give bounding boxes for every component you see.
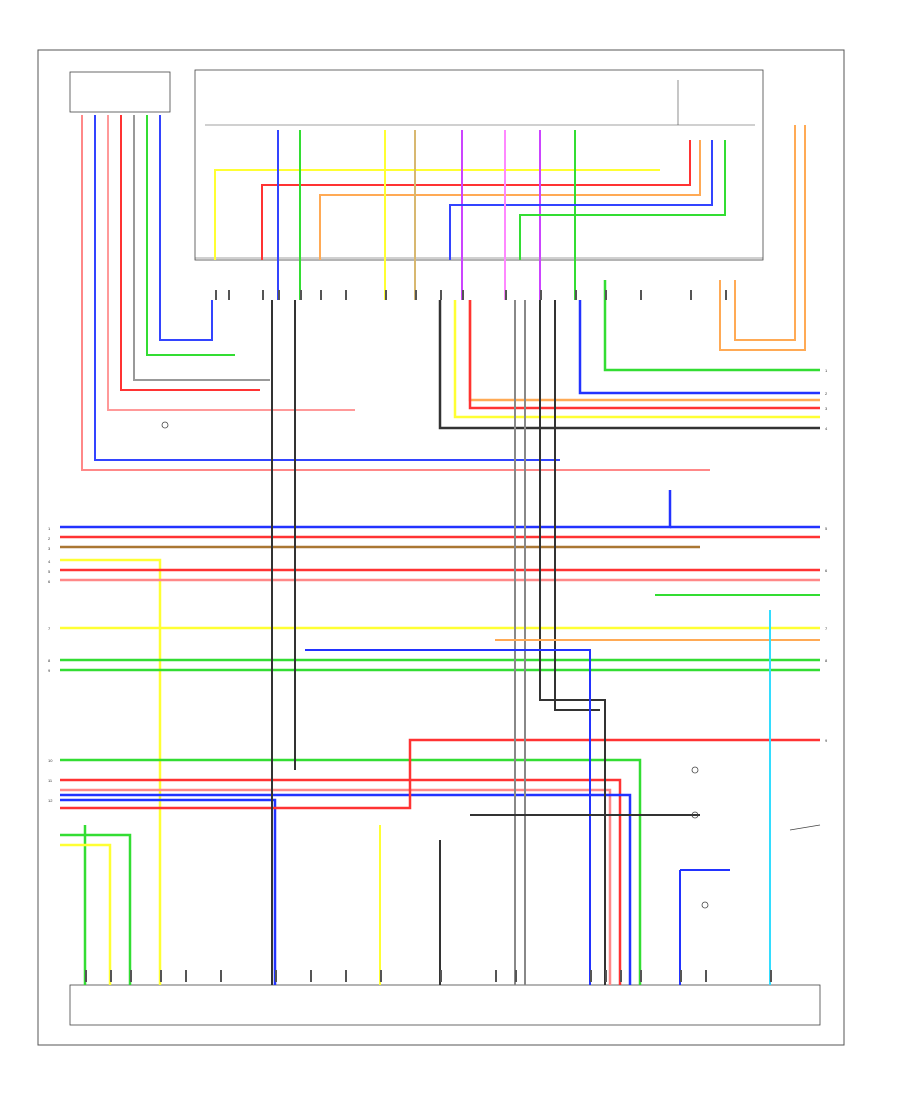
right-pin-3: 3 — [825, 406, 828, 411]
wire-green-left — [146, 115, 235, 356]
lower-bundle — [60, 738, 820, 985]
pin-row-top — [215, 290, 727, 300]
vertical-trunks — [271, 300, 820, 985]
wire-red-l1 — [60, 778, 622, 985]
left-pin-10: 10 — [48, 758, 53, 763]
right-orange-wires — [719, 125, 806, 351]
right-pin-8: 8 — [825, 658, 828, 663]
trunk-black-3 — [539, 300, 606, 985]
wire-orange-r2 — [719, 125, 806, 351]
wire-blue-l1 — [60, 793, 632, 985]
wire-red-left — [81, 115, 710, 471]
wire-red-r — [468, 300, 820, 410]
wire-blue-l2 — [60, 798, 277, 985]
module-bottom — [69, 984, 821, 1026]
left-pin-9: 9 — [48, 668, 51, 673]
wire-black-r — [438, 300, 820, 430]
right-pin-5: 5 — [825, 526, 828, 531]
wire-red-l2 — [60, 788, 612, 985]
pin-row-bottom — [85, 970, 772, 982]
wire-green-l3 — [60, 833, 132, 985]
module-wires — [214, 130, 726, 300]
right-pin-numbers: 1 2 3 4 5 6 7 8 9 — [825, 368, 828, 743]
right-pin-1: 1 — [825, 368, 828, 373]
wire-pink-left — [107, 115, 355, 411]
left-pin-4: 4 — [48, 559, 51, 564]
wire-red-l3 — [60, 738, 820, 810]
module-top-center — [194, 69, 764, 261]
right-pin-6: 6 — [825, 568, 828, 573]
left-pin-5: 5 — [48, 569, 51, 574]
wire-yellow-l1 — [60, 843, 112, 985]
trunk-blue-v2 — [679, 869, 730, 985]
wire-gray-left — [133, 115, 270, 381]
connector-top-left — [69, 71, 171, 113]
wire-green-r — [603, 280, 820, 372]
left-pin-12: 12 — [48, 798, 53, 803]
wire-blue-left — [94, 115, 560, 461]
sensor-right-symbol-1 — [691, 766, 699, 774]
sensor-left-symbol — [161, 421, 169, 429]
wire-red-top — [261, 140, 691, 260]
diagram-border — [37, 49, 845, 1046]
sensor-right-symbol-3 — [701, 901, 709, 909]
left-bundle — [60, 490, 820, 985]
switch-symbol-right — [789, 824, 821, 831]
right-pin-7: 7 — [825, 626, 828, 631]
sensor-right-symbol-2 — [691, 811, 699, 819]
left-pin-3: 3 — [48, 546, 51, 551]
wire-green-l1 — [60, 758, 642, 985]
wire-blue-r — [578, 300, 820, 395]
wire-green-top3 — [519, 140, 726, 260]
left-pin-7: 7 — [48, 626, 51, 631]
wire-yellow-h1 — [60, 558, 162, 985]
sensor-symbols — [161, 421, 821, 909]
wire-blue-h1 — [60, 490, 672, 529]
left-pin-11: 11 — [48, 778, 53, 783]
trunk-blue-v — [305, 649, 591, 985]
left-pin-1: 1 — [48, 526, 51, 531]
left-pin-2: 2 — [48, 536, 51, 541]
right-bundle — [438, 280, 820, 430]
wire-red2-left — [120, 115, 260, 391]
left-pin-numbers: 1 2 3 4 5 6 7 8 9 10 11 12 — [48, 526, 53, 803]
wire-blue2-left — [159, 115, 213, 341]
trunk-black-4 — [554, 300, 600, 711]
wire-yellow-r — [453, 300, 820, 419]
wire-yellow-top — [214, 169, 660, 260]
wire-orange-top — [319, 140, 701, 260]
left-pin-6: 6 — [48, 579, 51, 584]
right-pin-2: 2 — [825, 391, 828, 396]
right-pin-9: 9 — [825, 738, 828, 743]
wire-orange-r1 — [734, 125, 796, 341]
left-pin-8: 8 — [48, 658, 51, 663]
wire-blue-top2 — [449, 140, 713, 260]
right-pin-4: 4 — [825, 426, 828, 431]
